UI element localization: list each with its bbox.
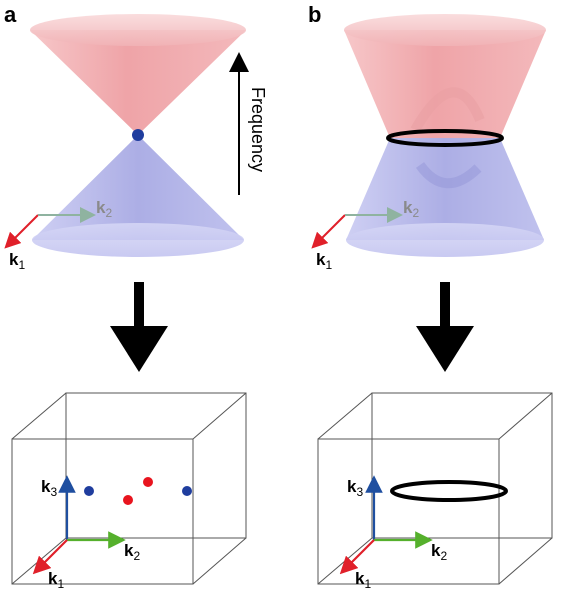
lower-cone-a: [32, 135, 244, 257]
k2-label-b: k2: [403, 198, 419, 220]
lower-band-b: [346, 138, 544, 257]
k3-label-b: k3: [347, 477, 363, 499]
panel-a-label: a: [4, 2, 17, 27]
down-arrow-b: [416, 282, 474, 372]
down-arrow-a: [110, 282, 168, 372]
k2-label-box-b: k2: [431, 541, 447, 563]
weyl-point-blue-right: [182, 486, 192, 496]
weyl-point-red-high: [143, 477, 153, 487]
k1-label-a: k1: [9, 250, 25, 272]
brillouin-box-a: k3 k2 k1: [11, 392, 247, 591]
k1-label-box-a: k1: [48, 569, 64, 591]
k1-label-b: k1: [316, 250, 332, 272]
weyl-point-red-low: [123, 495, 133, 505]
nodal-ring-b: [386, 129, 504, 147]
panel-b-label: b: [308, 2, 321, 27]
k-axes-box-a: k3 k2 k1: [32, 475, 140, 591]
k3-label-a: k3: [41, 477, 57, 499]
k2-label-box-a: k2: [124, 541, 140, 563]
frequency-axis: Frequency: [229, 52, 268, 195]
frequency-label: Frequency: [248, 87, 268, 172]
momentum-axes-a: k1 k2: [4, 198, 112, 272]
k1-label-box-b: k1: [355, 569, 371, 591]
panel-a-dirac-cone: a k1 k2: [4, 2, 246, 272]
dirac-point: [132, 129, 144, 141]
upper-cone-a: [30, 14, 246, 135]
k-axes-box-b: k3 k2 k1: [339, 475, 447, 591]
brillouin-box-b: k3 k2 k1: [317, 392, 553, 591]
upper-band-b: [344, 14, 546, 138]
nodal-ring-box-b: [390, 480, 508, 502]
panel-b-nodal-line-cone: b k1 k2: [308, 2, 546, 272]
momentum-axes-b: k1 k2: [311, 198, 419, 272]
k2-label-a: k2: [96, 198, 112, 220]
weyl-point-blue-left: [84, 486, 94, 496]
